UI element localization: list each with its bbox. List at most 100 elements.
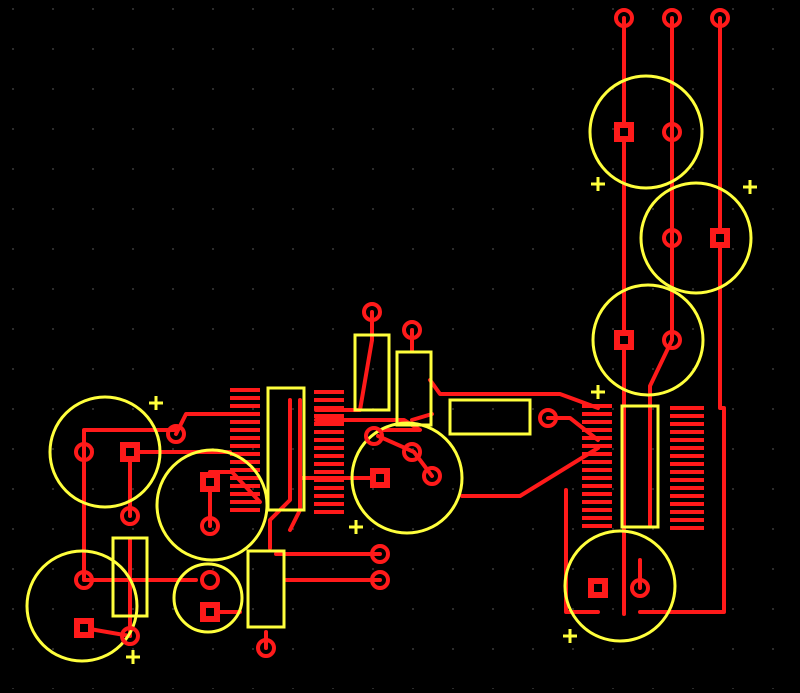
round-pad bbox=[362, 302, 382, 322]
cap-outline-c3 bbox=[591, 283, 705, 397]
round-pad bbox=[422, 466, 442, 486]
ic1-pin bbox=[230, 404, 260, 408]
ic2-pin bbox=[670, 414, 704, 418]
ic2-pin bbox=[582, 412, 612, 416]
ic-footprints bbox=[230, 388, 704, 530]
silkscreen bbox=[25, 74, 753, 663]
ic2-pin bbox=[582, 524, 612, 528]
round-pad bbox=[256, 638, 276, 658]
round-pad bbox=[364, 426, 384, 446]
ic2-pin bbox=[582, 428, 612, 432]
ic2-pin bbox=[670, 454, 704, 458]
round-pad bbox=[662, 228, 682, 248]
ic1-pin bbox=[314, 446, 344, 450]
pad-drill-hole bbox=[126, 448, 134, 456]
ic2-pin bbox=[670, 446, 704, 450]
cap-outline-c8 bbox=[25, 549, 139, 663]
ic1-pin bbox=[314, 422, 344, 426]
trace-mid-4 bbox=[410, 412, 434, 422]
round-pad bbox=[370, 544, 390, 564]
trace-ic2-diag bbox=[460, 446, 600, 498]
plus-mark-c1 bbox=[591, 177, 605, 191]
pad-drill-hole bbox=[620, 336, 628, 344]
plus-mark-c3 bbox=[591, 385, 605, 399]
round-pad bbox=[120, 506, 140, 526]
ic2-pin bbox=[670, 478, 704, 482]
ic2-pin bbox=[582, 516, 612, 520]
ic2-pin bbox=[582, 492, 612, 496]
round-pad bbox=[402, 442, 422, 462]
ic2-pin bbox=[670, 470, 704, 474]
ic2-pin bbox=[582, 468, 612, 472]
ic2-pin bbox=[582, 444, 612, 448]
ic1-pin bbox=[314, 502, 344, 506]
ic1-pin bbox=[230, 396, 260, 400]
round-pad bbox=[74, 442, 94, 462]
round-pad bbox=[200, 516, 220, 536]
ic2-pin bbox=[582, 484, 612, 488]
ic2-pin bbox=[670, 486, 704, 490]
cap-outline-c5 bbox=[48, 395, 162, 509]
ic1-pin bbox=[230, 500, 260, 504]
round-pad bbox=[538, 408, 558, 428]
ic2-pin bbox=[670, 502, 704, 506]
ic1-pin bbox=[314, 414, 344, 418]
round-pad bbox=[614, 8, 634, 28]
cap-outline-c4 bbox=[563, 529, 677, 643]
ic2-pin bbox=[670, 526, 704, 530]
ic2-pin bbox=[582, 508, 612, 512]
resistor-outline-r4 bbox=[111, 536, 149, 618]
ic2-pin bbox=[582, 460, 612, 464]
round-pad bbox=[710, 8, 730, 28]
plus-mark-c2 bbox=[743, 180, 757, 194]
ic1-pin bbox=[314, 390, 344, 394]
ic2-pin bbox=[582, 404, 612, 408]
ic2-pin bbox=[582, 452, 612, 456]
ic1-pin bbox=[230, 476, 260, 480]
round-pad bbox=[662, 122, 682, 142]
ic2-pin bbox=[670, 494, 704, 498]
resistor-outline-r3 bbox=[448, 398, 532, 436]
ic2-pin bbox=[582, 436, 612, 440]
pad-drill-hole bbox=[206, 478, 214, 486]
polarity-marks bbox=[126, 177, 757, 664]
ic1-pin bbox=[230, 484, 260, 488]
ic1-pin bbox=[230, 420, 260, 424]
pad-drill-hole bbox=[206, 608, 214, 616]
ic1-pin bbox=[314, 430, 344, 434]
round-pad bbox=[166, 424, 186, 444]
ic1-pin bbox=[230, 428, 260, 432]
trace-ic2-top bbox=[428, 378, 600, 410]
ic2-right-pads bbox=[670, 406, 704, 530]
round-pad bbox=[370, 570, 390, 590]
ic2-pin bbox=[670, 406, 704, 410]
ic2-pin bbox=[670, 430, 704, 434]
plus-mark-c8 bbox=[126, 650, 140, 664]
ic1-pin bbox=[314, 486, 344, 490]
trace-right-edge bbox=[688, 236, 726, 614]
ic1-pin bbox=[314, 494, 344, 498]
pad-drill-hole bbox=[716, 234, 724, 242]
round-pad bbox=[402, 320, 422, 340]
ic2-outline bbox=[620, 404, 660, 529]
ic2-pin bbox=[670, 422, 704, 426]
pad-drill-hole bbox=[80, 624, 88, 632]
plus-mark-c5 bbox=[149, 396, 163, 410]
cap-outline-c9 bbox=[172, 562, 244, 634]
ic1-outline bbox=[266, 386, 306, 512]
pad-drill-hole bbox=[376, 474, 384, 482]
ic1-pin bbox=[314, 478, 344, 482]
pad-drill-hole bbox=[594, 584, 602, 592]
ic1-pin bbox=[230, 508, 260, 512]
round-pad bbox=[662, 8, 682, 28]
ic2-pin bbox=[670, 510, 704, 514]
plus-mark-c7 bbox=[349, 520, 363, 534]
round-pad bbox=[120, 626, 140, 646]
through-hole-pads bbox=[74, 8, 730, 658]
ic1-pin bbox=[314, 510, 344, 514]
cap-outline-c7 bbox=[350, 421, 464, 535]
ic2-pin bbox=[582, 500, 612, 504]
round-pad bbox=[74, 570, 94, 590]
